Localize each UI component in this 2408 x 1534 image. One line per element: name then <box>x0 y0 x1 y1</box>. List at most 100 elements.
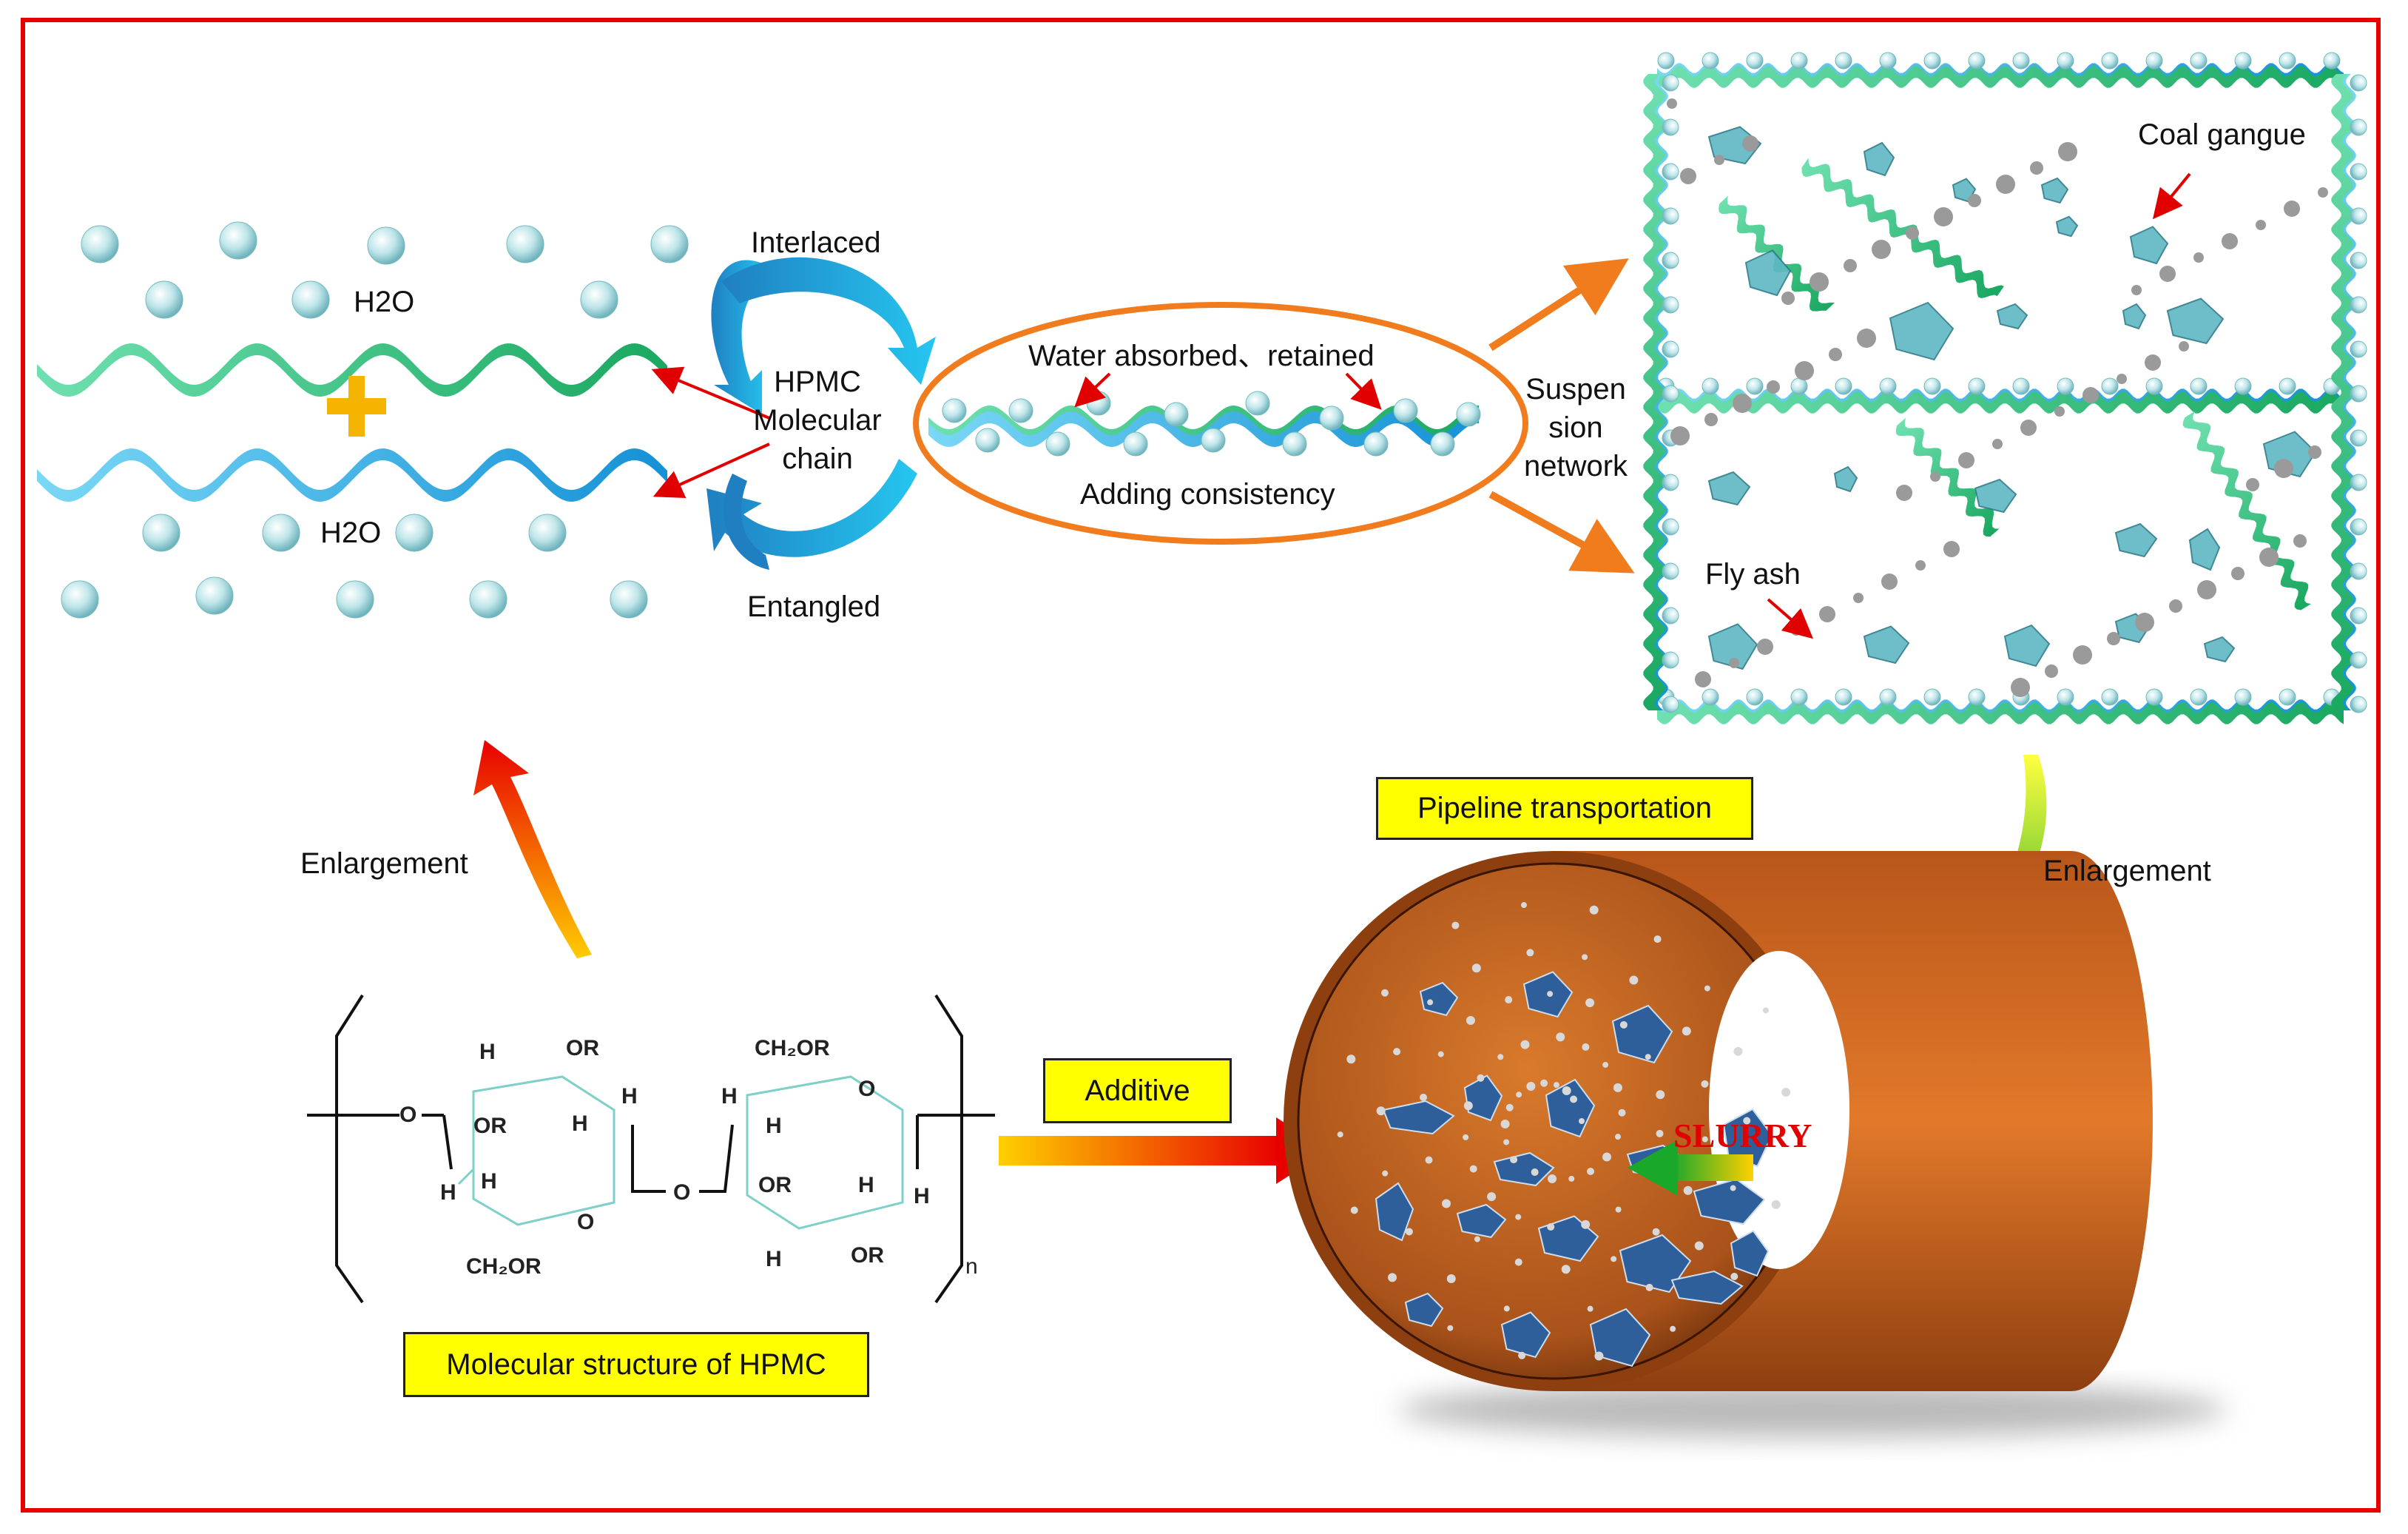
water-bubble <box>1201 428 1226 453</box>
inner-strand-green <box>2182 411 2311 610</box>
figure-frame <box>21 18 2381 1513</box>
water-bubble <box>2145 688 2163 706</box>
suspension-line-1: Suspen <box>1525 373 1626 406</box>
water-bubble <box>1662 118 1679 136</box>
interlaced-curve-left <box>711 260 769 414</box>
slurry-fine-particle <box>1471 963 1481 973</box>
slurry-fine-particle <box>1619 1020 1628 1029</box>
fly-ash-particle <box>1934 207 1953 226</box>
slurry-fine-particle <box>1730 1185 1736 1191</box>
water-bubble <box>81 225 119 263</box>
slurry-fine-particle <box>1582 1043 1590 1051</box>
fly-ash-particle <box>2179 341 2189 351</box>
pointer-arrow-water-1 <box>1074 372 1111 408</box>
water-bubble <box>1746 52 1764 70</box>
slurry-particles <box>1337 902 1791 1368</box>
slurry-fine-particle <box>1346 1054 1356 1064</box>
orange-arrow-upper <box>1488 258 1629 351</box>
water-bubble <box>367 226 405 265</box>
hpmc-chain-line-2: Molecular <box>753 404 882 437</box>
chem-or-2: OR <box>473 1114 507 1138</box>
slurry-fine-particle <box>1540 1079 1548 1087</box>
bracket-left <box>335 994 364 1304</box>
water-bubble <box>2350 518 2367 536</box>
slurry-fine-particle <box>1652 1228 1660 1236</box>
fly-ash-particle <box>2020 420 2037 436</box>
chem-h-6: H <box>721 1084 738 1109</box>
water-bubble <box>1008 398 1033 423</box>
slurry-fine-particle <box>1568 1175 1575 1182</box>
slurry-fine-particle <box>1645 1283 1653 1291</box>
fly-ash-particle <box>2308 445 2321 459</box>
water-bubble <box>2101 688 2119 706</box>
slurry-fine-particle <box>1547 1222 1555 1231</box>
slurry-fine-particle <box>1587 1167 1595 1175</box>
water-bubble <box>2350 696 2367 713</box>
h2o-label-bottom: H2O <box>320 517 382 549</box>
fly-ash-particle <box>1667 98 1677 109</box>
water-bubble <box>1968 688 1986 706</box>
water-bubble <box>2057 52 2074 70</box>
fly-ash-particle <box>1881 573 1898 590</box>
water-bubble <box>1245 391 1270 416</box>
slurry-fine-particle <box>1382 1170 1389 1177</box>
fly-ash-particle <box>1733 394 1752 413</box>
fly-ash-particle <box>2131 285 2142 295</box>
water-bubble <box>2350 118 2367 136</box>
enlargement-label-right: Enlargement <box>2043 855 2211 887</box>
water-bubble <box>1968 377 1986 395</box>
water-bubble <box>2350 651 2367 669</box>
water-bubble <box>1045 431 1070 457</box>
slurry-fine-particle <box>1420 1093 1428 1101</box>
water-bubble <box>610 580 648 619</box>
water-bubble <box>2234 52 2252 70</box>
slurry-fine-particle <box>1469 1165 1477 1173</box>
slurry-fine-particle <box>1510 1156 1518 1164</box>
water-bubble <box>2350 163 2367 181</box>
water-bubble <box>2350 207 2367 225</box>
water-retention-ellipse <box>913 302 1528 545</box>
water-bubble <box>2012 52 2030 70</box>
inner-strand-green <box>1719 195 1835 312</box>
water-bubble <box>1363 431 1389 457</box>
water-bubble <box>1835 688 1852 706</box>
water-bubble <box>2012 377 2030 395</box>
chem-h-10: H <box>766 1247 782 1271</box>
hpmc-chain-line-3: chain <box>782 443 853 475</box>
green-helix-chain <box>37 343 667 397</box>
water-bubble <box>469 580 507 619</box>
slurry-fine-particle <box>1556 1032 1565 1042</box>
fly-ash-particle <box>1767 380 1780 394</box>
water-bubble <box>2234 377 2252 395</box>
suspension-line-2: sion <box>1548 411 1603 444</box>
coal-gangue-particle <box>2114 522 2158 558</box>
slurry-fine-particle <box>1704 985 1710 992</box>
slurry-fine-particle <box>1561 1265 1571 1274</box>
water-bubble <box>1123 431 1148 457</box>
chem-o-link-left: O <box>399 1103 417 1127</box>
inner-strand-helix <box>1801 158 2004 299</box>
slurry-rock-particle <box>1670 1270 1744 1305</box>
slurry-arrow-shaft <box>1672 1154 1753 1181</box>
fly-ash-particle <box>2082 387 2099 403</box>
inner-strand <box>2182 411 2311 610</box>
inner-strand <box>1895 417 2000 537</box>
slurry-rock-particle <box>1500 1311 1551 1359</box>
slurry-fine-particle <box>1702 1136 1708 1143</box>
fly-ash-particle <box>2169 599 2182 613</box>
slurry-fine-particle <box>1615 1134 1622 1140</box>
slurry-fine-particle <box>1762 1007 1769 1014</box>
slurry-fine-particle <box>1376 1106 1386 1116</box>
fly-ash-particle <box>1915 560 1926 571</box>
slurry-fine-particle <box>1446 1274 1456 1284</box>
slurry-fine-particle <box>1427 999 1434 1006</box>
slurry-fine-particle <box>1683 1185 1693 1195</box>
slurry-fine-particle <box>1743 1117 1751 1125</box>
fly-ash-particle <box>1670 426 1690 445</box>
slurry-fine-particle <box>1487 1192 1497 1202</box>
slurry-fine-particle <box>1582 954 1588 961</box>
fly-ash-particle <box>1829 348 1842 361</box>
water-bubble <box>1319 406 1344 431</box>
fly-ash-label: Fly ash <box>1705 558 1801 591</box>
